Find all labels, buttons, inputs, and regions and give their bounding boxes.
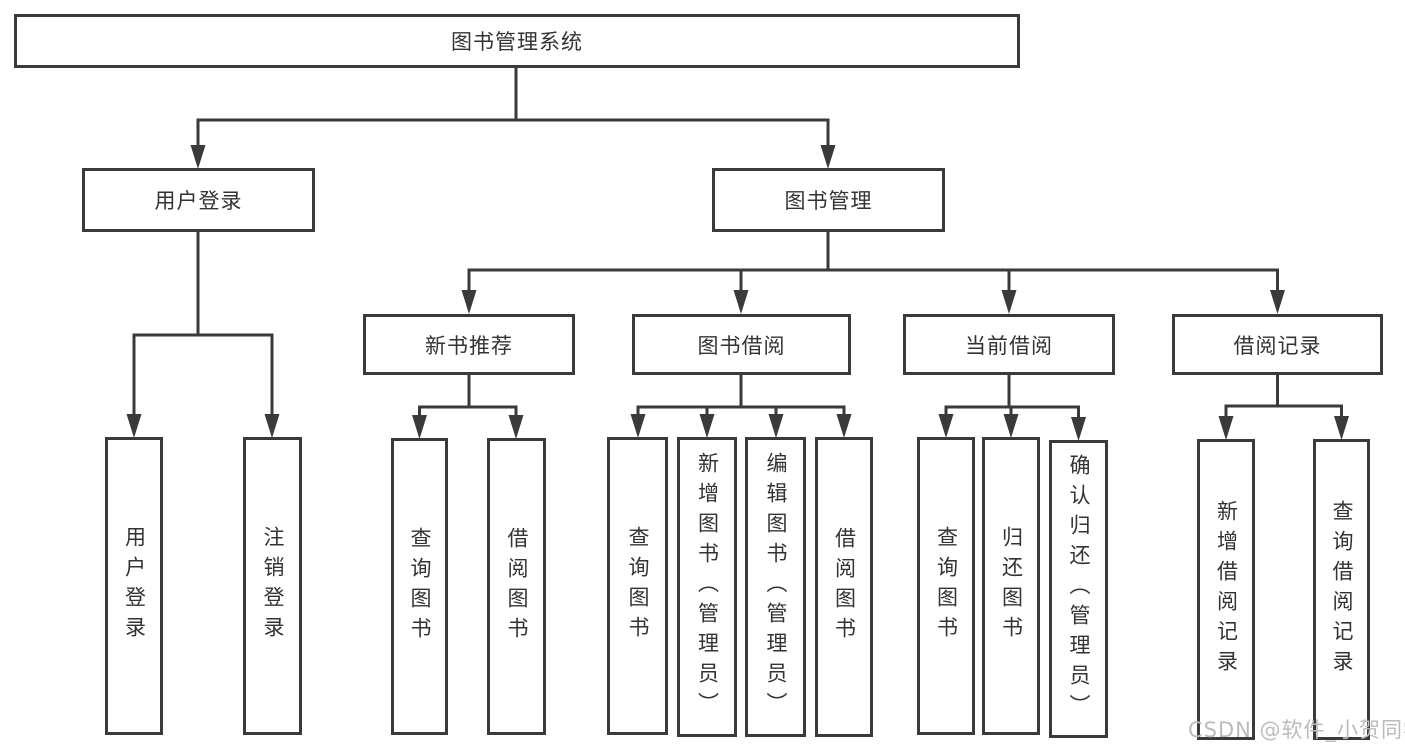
node-user-login: 用户登录 xyxy=(82,168,315,232)
leaf-user-login: 用户登录 xyxy=(105,437,163,735)
node-current-borrow: 当前借阅 xyxy=(903,314,1115,375)
csdn-watermark: CSDN @软件_小贺同学 xyxy=(1188,718,1405,742)
leaf-nbr-query-books: 查询图书 xyxy=(391,438,448,735)
leaf-bb-add-books-admin: 新增图书（管理员） xyxy=(677,437,737,737)
leaf-br-query-record: 查询借阅记录 xyxy=(1313,439,1370,740)
node-root-system: 图书管理系统 xyxy=(14,14,1020,68)
node-new-book-recommend: 新书推荐 xyxy=(363,314,575,375)
leaf-cb-confirm-return-admin: 确认归还（管理员） xyxy=(1049,440,1108,738)
leaf-bb-borrow-books: 借阅图书 xyxy=(815,437,873,737)
node-book-management: 图书管理 xyxy=(712,168,945,232)
leaf-nbr-borrow-books: 借阅图书 xyxy=(487,438,546,735)
leaf-cb-query-books: 查询图书 xyxy=(917,437,975,735)
leaf-cb-return-books: 归还图书 xyxy=(982,437,1040,735)
node-book-borrow: 图书借阅 xyxy=(632,314,851,375)
leaf-bb-query-books: 查询图书 xyxy=(607,437,668,735)
node-borrow-records: 借阅记录 xyxy=(1172,314,1383,375)
leaf-br-add-record: 新增借阅记录 xyxy=(1197,439,1255,740)
leaf-logout: 注销登录 xyxy=(243,437,302,735)
leaf-bb-edit-books-admin: 编辑图书（管理员） xyxy=(745,437,806,737)
